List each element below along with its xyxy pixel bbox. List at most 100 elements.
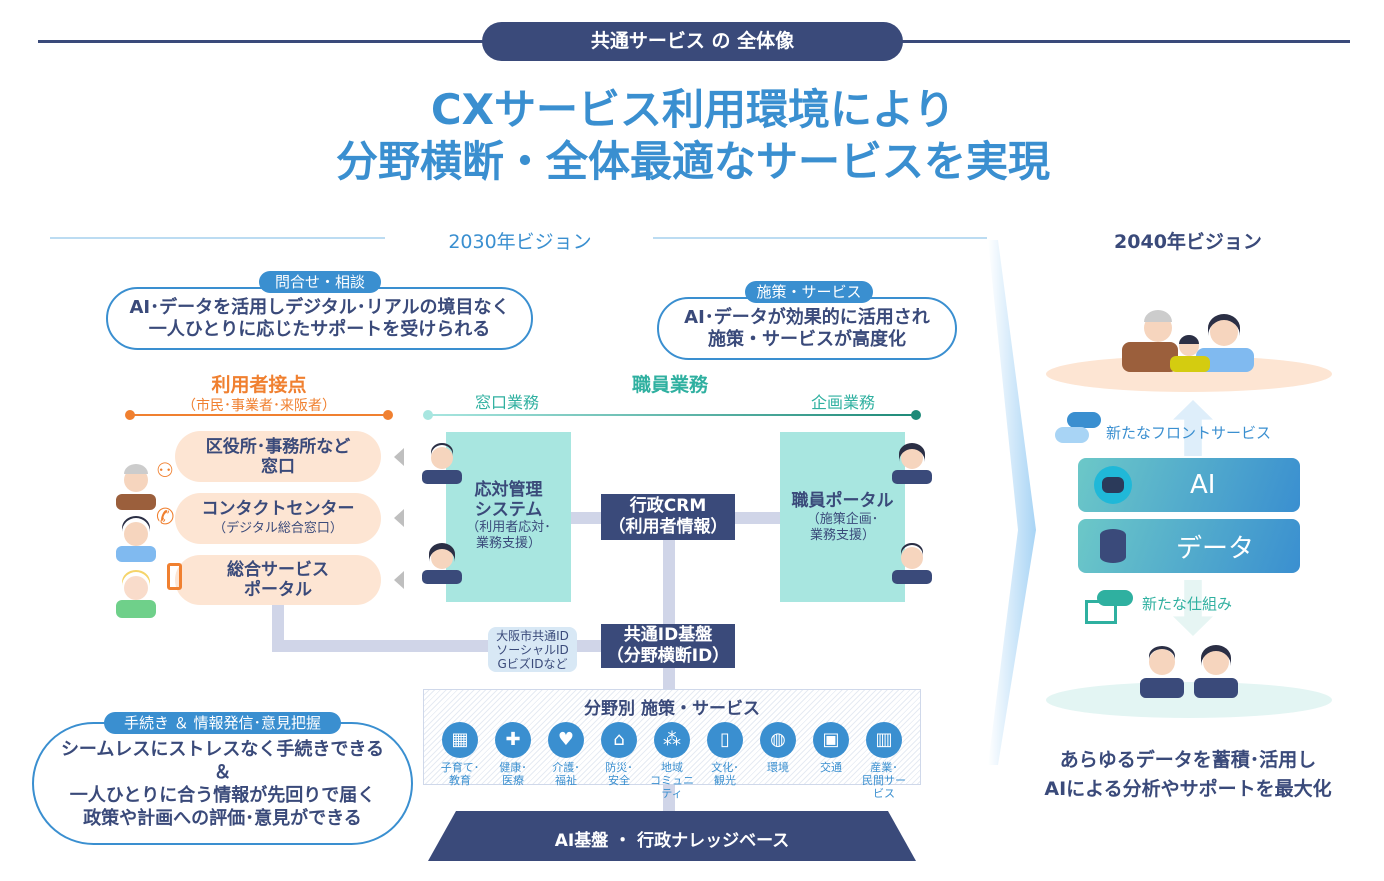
procedure-bubble: シームレスにストレスなく手続きできる ＆ 一人ひとりに合う情報が先回りで届く 政… (32, 722, 413, 845)
service-label: 健康･ (499, 761, 527, 774)
mechanism-label: 新たな仕組み (1142, 595, 1233, 613)
heart-icon: ♥ (548, 722, 584, 758)
service-label: 防災･ (605, 761, 633, 774)
label: 業務支援） (475, 536, 541, 551)
family-avatars (1046, 310, 1332, 392)
services-panel: 分野別 施策・サービス ▦子育て･教育✚健康･医療♥介護･福祉⌂防災･安全⁂地域… (423, 689, 921, 800)
ai-box[interactable]: AI (1078, 458, 1300, 512)
label: （利用者情報） (608, 517, 728, 537)
ai-label: AI (1190, 470, 1216, 500)
channel-label: 区役所･事務所など (205, 436, 351, 457)
inquiry-bubble: AI･データを活用しデジタル･リアルの境目なく 一人ひとりに応じたサポートを受け… (106, 287, 533, 350)
policy-bubble: AI･データが効果的に活用され 施策・サービスが高度化 (657, 297, 957, 360)
policy-line2: 施策・サービスが高度化 (708, 328, 906, 350)
user-contact-subtitle: （市民･事業者･来阪者） (182, 398, 336, 414)
train-icon: ▣ (813, 722, 849, 758)
meeting-icon: ⚇ (156, 458, 174, 482)
divider (50, 237, 385, 239)
procedure-line4: 政策や計画への評価･意見ができる (83, 807, 362, 829)
channel-contact-center[interactable]: コンタクトセンター （デジタル総合窓口） (175, 493, 381, 544)
service-label: 介護･ (552, 761, 580, 774)
service-item[interactable]: ♥介護･福祉 (540, 722, 592, 800)
staff-portal-box[interactable]: 職員ポータル （施策企画･ 業務支援） (780, 432, 905, 602)
summary-line2: AIによる分析やサポートを最大化 (1044, 778, 1332, 800)
user-contact-title: 利用者接点 (211, 374, 307, 396)
policy-tag: 施策・サービス (745, 281, 873, 303)
service-item[interactable]: ▥ 産業･民間サービス (858, 722, 910, 800)
service-label: 民間サービス (862, 774, 906, 800)
front-service-label: 新たなフロントサービス (1106, 424, 1272, 442)
service-item[interactable]: ◍ 環境 (752, 722, 804, 800)
common-id-box[interactable]: 共通ID基盤 （分野横断ID） (601, 624, 735, 668)
dot (125, 410, 135, 420)
user-contact-line (130, 414, 388, 416)
admin-crm-box[interactable]: 行政CRM （利用者情報） (601, 494, 735, 540)
services-row: ▦子育て･教育✚健康･医療♥介護･福祉⌂防災･安全⁂地域コミュニティ▯文化･観光… (424, 722, 920, 800)
crm-system-box[interactable]: 応対管理 システム （利用者応対･ 業務支援） (446, 432, 571, 602)
policy-line1: AI･データが効果的に活用され (684, 306, 930, 328)
procedure-line2: ＆ (213, 761, 232, 783)
planning-label: 企画業務 (810, 393, 875, 412)
house-icon: ⌂ (601, 722, 637, 758)
smartphone-icon (167, 563, 182, 590)
service-item[interactable]: ▣ 交通 (805, 722, 857, 800)
service-label: 交通 (820, 761, 842, 774)
service-item[interactable]: ✚健康･医療 (487, 722, 539, 800)
school-icon: ▦ (442, 722, 478, 758)
id-sources-tag: 大阪市共通ID ソーシャルID GビズIDなど (488, 627, 577, 672)
service-item[interactable]: ▯ 文化･観光 (699, 722, 751, 800)
channel-label: コンタクトセンター (201, 498, 355, 519)
service-item[interactable]: ▦ 子育て･教育 (434, 722, 486, 800)
service-label: 子育て･ (440, 761, 480, 774)
globe-icon: ◍ (760, 722, 796, 758)
dot (911, 410, 921, 420)
channel-label: 窓口 (261, 456, 295, 477)
service-label: 環境 (767, 761, 789, 774)
service-label: 医療 (502, 774, 524, 787)
headline-line1: CXサービス利用環境により (430, 85, 956, 134)
service-label: 産業･ (870, 761, 898, 774)
procedure-line1: シームレスにストレスなく手続きできる (60, 738, 385, 760)
label: ソーシャルID (496, 643, 569, 657)
service-label: 観光 (714, 774, 736, 787)
label: 業務支援） (809, 528, 875, 543)
building-icon: ▥ (866, 722, 902, 758)
suitcase-icon: ▯ (707, 722, 743, 758)
future-summary: あらゆるデータを蓄積･活用し AIによる分析やサポートを最大化 (1020, 746, 1356, 804)
inquiry-line2: 一人ひとりに応じたサポートを受けられる (148, 318, 491, 340)
label: GビズIDなど (497, 657, 568, 671)
label: 大阪市共通ID (496, 629, 569, 643)
label: （利用者応対･ (466, 520, 551, 535)
channel-office-counter[interactable]: 区役所･事務所など 窓口 (175, 431, 381, 482)
service-label: 教育 (449, 774, 471, 787)
header-title: 共通サービス の 全体像 (482, 22, 903, 61)
channel-service-portal[interactable]: 総合サービス ポータル (175, 555, 381, 605)
procedure-line3: 一人ひとりに合う情報が先回りで届く (69, 784, 376, 806)
database-icon (1100, 529, 1126, 563)
dot (423, 410, 433, 420)
label: 共通ID基盤 (623, 625, 713, 645)
service-item[interactable]: ⁂地域コミュニティ (646, 722, 698, 800)
service-label: 安全 (608, 774, 630, 787)
ai-base-trapezoid (428, 811, 916, 861)
robot-icon (1094, 466, 1132, 504)
service-item[interactable]: ⌂ 防災･安全 (593, 722, 645, 800)
arrow-left-icon (394, 448, 404, 466)
service-label: 文化･ (711, 761, 739, 774)
divider (653, 237, 987, 239)
summary-line1: あらゆるデータを蓄積･活用し (1059, 749, 1317, 771)
data-box[interactable]: データ (1078, 519, 1300, 573)
chat-bubbles-icon (1055, 412, 1101, 443)
arrow-left-icon (394, 509, 404, 527)
monitor-chat-icon (1085, 590, 1135, 630)
procedure-tag: 手続き ＆ 情報発信･意見把握 (104, 712, 341, 734)
channel-label: 総合サービス (227, 560, 329, 580)
channel-label: ポータル (244, 580, 312, 600)
vision-2030-label: 2030年ビジョン (448, 231, 592, 253)
service-label: 地域 (661, 761, 683, 774)
staff-avatars (422, 443, 932, 584)
staff-line (428, 414, 916, 416)
front-office-label: 窓口業務 (474, 393, 539, 412)
headline-line2: 分野横断・全体最適なサービスを実現 (335, 137, 1050, 186)
ai-base-label: AI基盤 ・ 行政ナレッジベース (554, 831, 790, 851)
